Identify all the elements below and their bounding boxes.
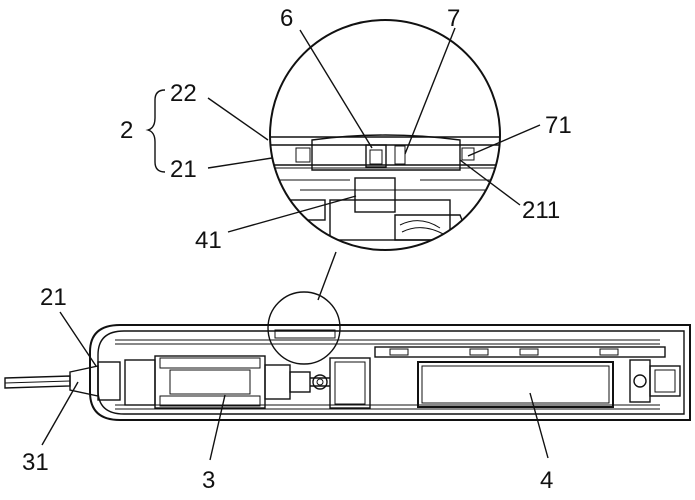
label-41: 41 xyxy=(195,227,222,254)
label-21-body: 21 xyxy=(40,284,67,311)
label-71: 71 xyxy=(545,112,572,139)
detail-marker-circle xyxy=(267,291,341,365)
label-21-detail: 21 xyxy=(170,156,197,183)
detail-view xyxy=(269,19,501,301)
brace-2 xyxy=(145,89,166,173)
label-3: 3 xyxy=(202,467,215,494)
leader-lines xyxy=(41,27,549,461)
label-7: 7 xyxy=(447,5,460,32)
label-211: 211 xyxy=(522,197,560,224)
label-6: 6 xyxy=(280,5,293,32)
detail-circle xyxy=(269,19,501,251)
label-4: 4 xyxy=(540,467,553,494)
labels: 2 22 21 6 7 71 211 41 21 31 3 4 xyxy=(22,5,572,494)
detail-leader xyxy=(317,251,337,301)
label-31: 31 xyxy=(22,449,49,476)
label-2: 2 xyxy=(120,117,133,144)
label-22: 22 xyxy=(170,80,197,107)
device-body xyxy=(4,291,691,421)
